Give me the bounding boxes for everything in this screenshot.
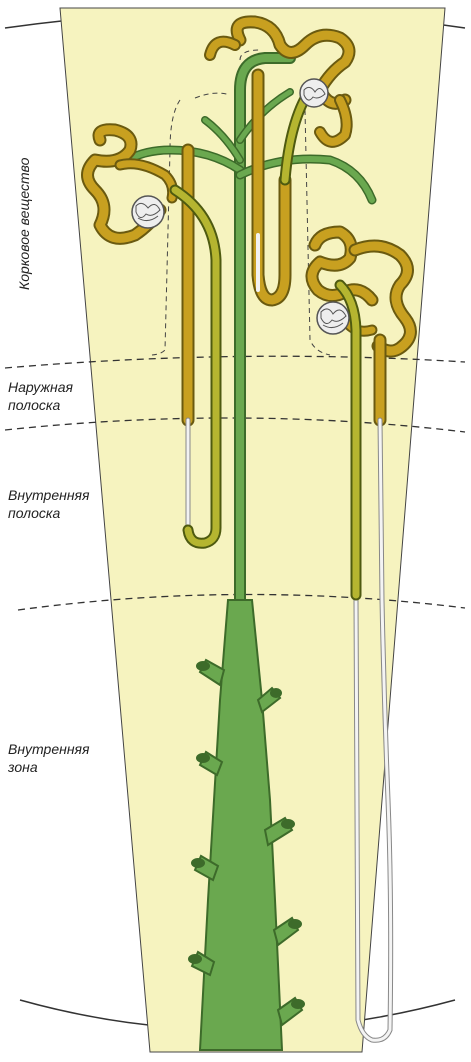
glomerulus-top [300, 79, 328, 107]
label-outer-stripe-line2: полоска [8, 396, 73, 414]
label-inner-stripe: Внутренняя полоска [8, 486, 89, 522]
glomerulus-right [317, 302, 349, 334]
label-outer-stripe-line1: Наружная [8, 378, 73, 396]
label-inner-zone: Внутренняя зона [8, 740, 89, 776]
label-inner-zone-line1: Внутренняя [8, 740, 89, 758]
label-inner-stripe-line2: полоска [8, 504, 89, 522]
glomerulus-left [132, 196, 164, 228]
label-outer-stripe: Наружная полоска [8, 378, 73, 414]
label-inner-zone-line2: зона [8, 758, 89, 776]
label-cortex: Корковое вещество [16, 158, 32, 290]
label-inner-stripe-line1: Внутренняя [8, 486, 89, 504]
